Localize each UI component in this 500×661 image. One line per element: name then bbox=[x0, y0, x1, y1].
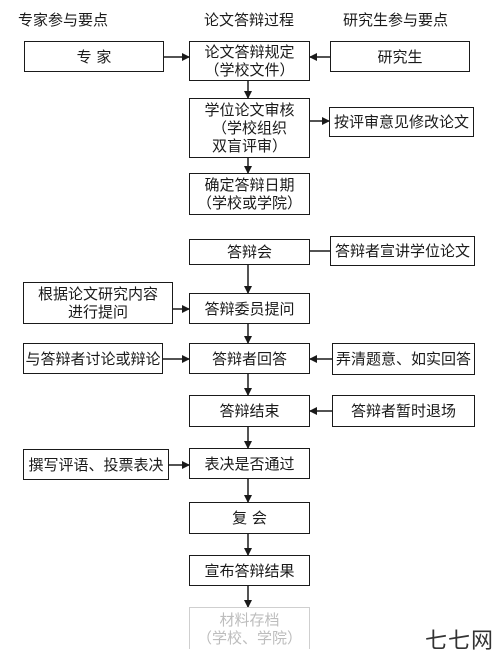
student-node: 研究生 bbox=[330, 41, 470, 72]
student-clarify-answer: 弄清题意、如实回答 bbox=[332, 343, 475, 375]
expert-ask-questions: 根据论文研究内容 进行提问 bbox=[23, 282, 173, 324]
step-thesis-review: 学位论文审核 （学校组织 双盲评审） bbox=[189, 98, 310, 158]
step-vote-pass: 表决是否通过 bbox=[189, 448, 310, 479]
expert-write-comments-vote: 撰写评语、投票表决 bbox=[23, 449, 169, 480]
step-candidate-answers: 答辩者回答 bbox=[189, 343, 310, 374]
step-defense-ends: 答辩结束 bbox=[189, 395, 310, 427]
student-column-header: 研究生参与要点 bbox=[343, 11, 449, 29]
step-defense-rules: 论文答辩规定 （学校文件） bbox=[189, 41, 310, 81]
step-reconvene: 复 会 bbox=[189, 502, 310, 534]
step-defense-meeting: 答辩会 bbox=[189, 239, 310, 265]
step-archive-materials: 材料存档 （学校、学院） bbox=[189, 607, 310, 649]
expert-discuss-debate: 与答辩者讨论或辩论 bbox=[23, 343, 163, 374]
step-committee-questions: 答辩委员提问 bbox=[189, 293, 310, 324]
process-column-header: 论文答辩过程 bbox=[204, 11, 295, 29]
expert-column-header: 专家参与要点 bbox=[18, 11, 109, 29]
expert-node: 专 家 bbox=[24, 41, 164, 72]
step-announce-result: 宣布答辩结果 bbox=[189, 555, 310, 586]
student-temporarily-leave: 答辩者暂时退场 bbox=[332, 395, 475, 427]
student-present-thesis: 答辩者宣讲学位论文 bbox=[330, 236, 475, 266]
site-watermark: 七七网 bbox=[424, 629, 494, 654]
student-revise-thesis: 按评审意见修改论文 bbox=[329, 107, 474, 137]
step-set-date: 确定答辩日期 （学校或学院） bbox=[189, 173, 310, 215]
